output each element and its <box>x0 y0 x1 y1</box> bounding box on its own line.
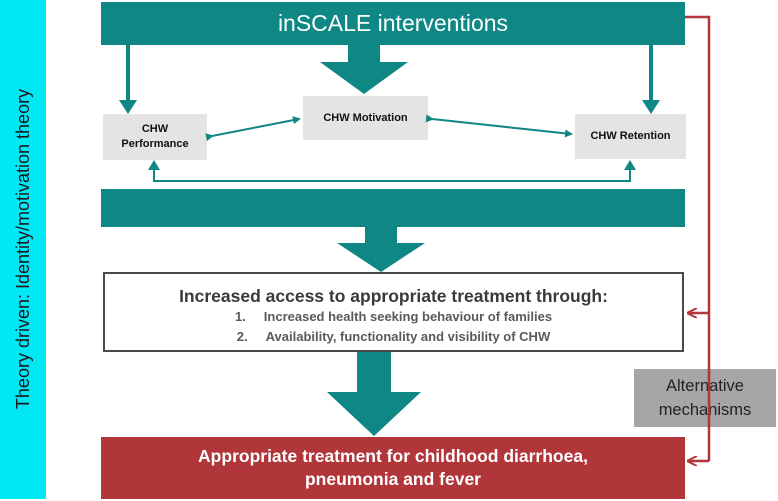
link-performance-retention <box>153 166 631 182</box>
arrow-head <box>624 160 636 170</box>
middle-banner <box>101 189 685 227</box>
outcome-line-2: pneumonia and fever <box>304 469 481 489</box>
access-box: Increased access to appropriate treatmen… <box>103 272 684 352</box>
access-item-number: 1. <box>234 309 246 324</box>
access-item-text: Increased health seeking behaviour of fa… <box>263 309 553 324</box>
alternative-mechanisms-box: Alternative mechanisms <box>634 369 776 427</box>
side-bar <box>0 0 46 499</box>
alternative-line-1: Alternative <box>666 377 744 395</box>
arrow-head <box>148 160 160 170</box>
link-motivation-retention <box>425 114 573 138</box>
chw-performance-box: CHW Performance <box>103 114 207 160</box>
link-performance-motivation <box>205 116 301 142</box>
arrow-head <box>119 100 137 114</box>
performance-line-1: CHW <box>141 123 169 135</box>
outcome-box: Appropriate treatment for childhood diar… <box>101 437 685 499</box>
outcome-line-1: Appropriate treatment for childhood diar… <box>198 446 588 466</box>
arrow-mid-to-access <box>337 227 425 272</box>
arrow-interventions-to-motivation <box>320 45 408 94</box>
alternative-line-2: mechanisms <box>658 401 752 419</box>
chw-motivation-box: CHW Motivation <box>303 96 428 140</box>
performance-line-2: Performance <box>121 138 189 150</box>
access-item: 1. Increased health seeking behaviour of … <box>105 307 682 327</box>
access-title: Increased access to appropriate treatmen… <box>179 286 608 306</box>
access-item-text: Availability, functionality and visibili… <box>265 329 551 344</box>
access-item: 2. Availability, functionality and visibi… <box>105 327 682 347</box>
access-item-number: 2. <box>236 329 248 344</box>
alternative-mechanisms-line <box>685 15 711 461</box>
arrow-head <box>642 100 660 114</box>
arrow-access-to-outcome <box>327 352 421 436</box>
chw-retention-box: CHW Retention <box>575 114 686 159</box>
interventions-banner: inSCALE interventions <box>101 2 685 45</box>
